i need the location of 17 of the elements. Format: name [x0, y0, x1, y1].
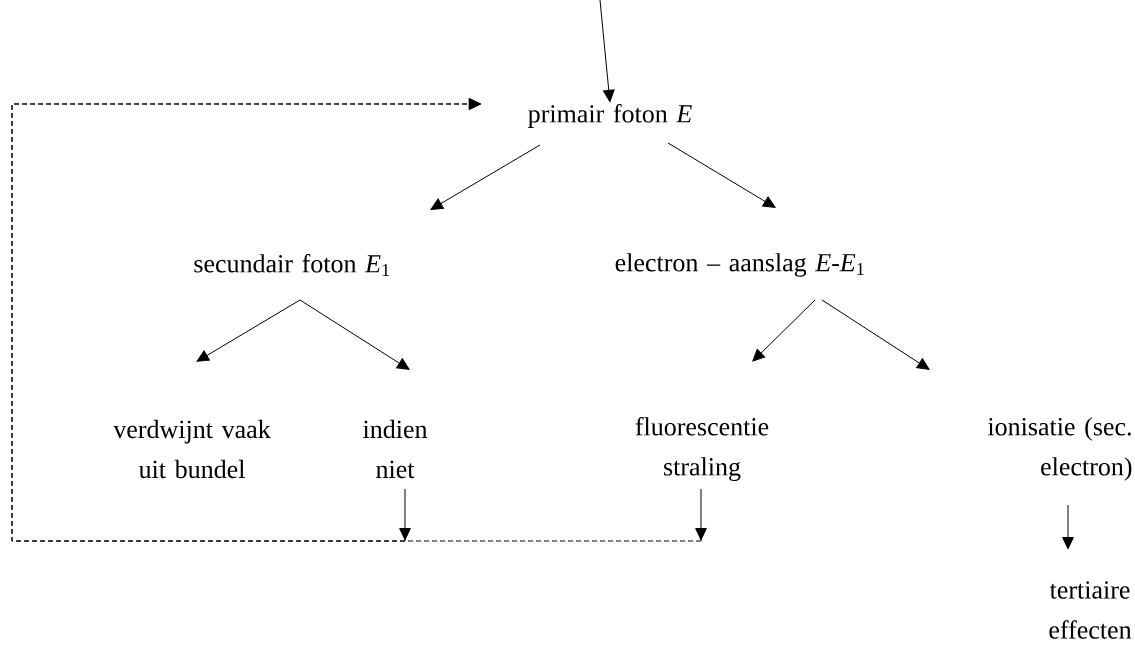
tree-label: electron – aanslag E-E$_{1}$	[615, 253, 864, 277]
arrow	[299, 299, 410, 370]
tree-label: primair foton E	[528, 104, 692, 128]
tree-label: ionisatie (sec. electron)	[987, 417, 1132, 481]
tree-label: secundair foton E$_{1}$	[194, 253, 390, 276]
arrow	[430, 144, 541, 210]
arrow	[752, 299, 816, 362]
feedback-arrow	[11, 98, 707, 542]
arrow	[599, 0, 615, 103]
arrow	[196, 299, 301, 362]
tree-label: verdwijnt vaak uit bundel	[113, 419, 271, 479]
tree-label: fluorescentie straling	[635, 417, 769, 481]
arrow	[667, 142, 776, 208]
arrow	[821, 299, 930, 370]
tree-label: indien niet	[363, 419, 428, 479]
arrow	[1062, 504, 1074, 550]
tree-label: tertiaire effecten	[1049, 581, 1132, 639]
